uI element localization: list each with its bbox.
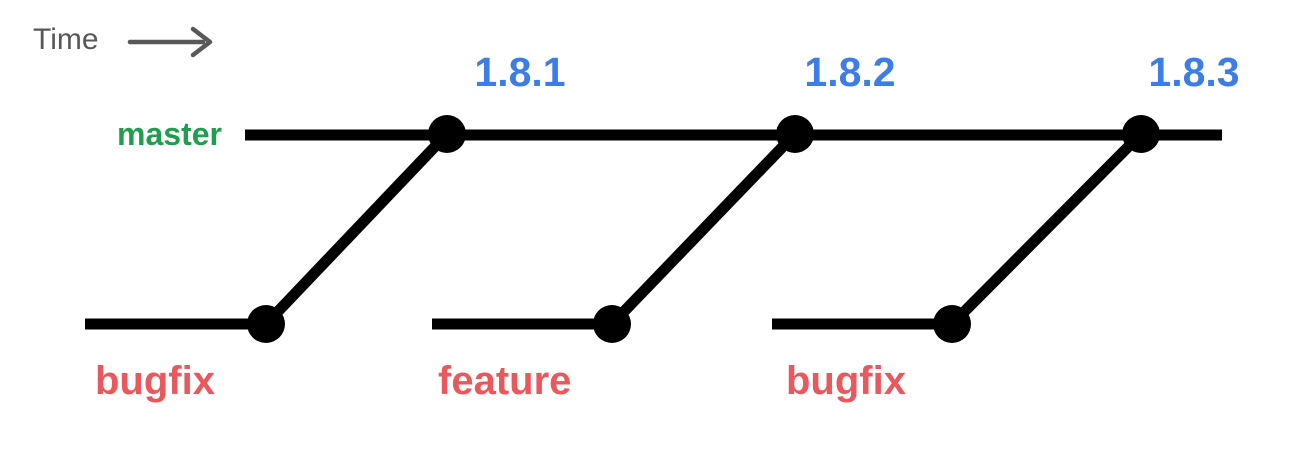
- time-arrow-head-icon: [190, 26, 213, 58]
- topic-branch-label-bugfix-2: bugfix: [786, 359, 906, 403]
- merge-line-bugfix-2: [948, 130, 1145, 328]
- commit-dot-1-8-2: [776, 115, 814, 153]
- tag-label-1-8-1: 1.8.1: [474, 49, 565, 95]
- topic-branch-label-feature: feature: [438, 359, 571, 403]
- tag-label-1-8-3: 1.8.3: [1148, 49, 1239, 95]
- merge-line-bugfix-1: [262, 130, 451, 328]
- commit-dot-1-8-1: [428, 115, 466, 153]
- commit-dot-bugfix-1: [247, 305, 285, 343]
- commit-dot-feature: [593, 305, 631, 343]
- commit-dot-1-8-3: [1122, 115, 1160, 153]
- commit-dot-bugfix-2: [933, 305, 971, 343]
- tag-label-1-8-2: 1.8.2: [804, 49, 895, 95]
- merge-line-feature: [608, 130, 799, 328]
- topic-branch-label-bugfix-1: bugfix: [95, 359, 215, 403]
- master-branch-label: master: [117, 116, 222, 152]
- time-axis-label: Time: [33, 23, 99, 56]
